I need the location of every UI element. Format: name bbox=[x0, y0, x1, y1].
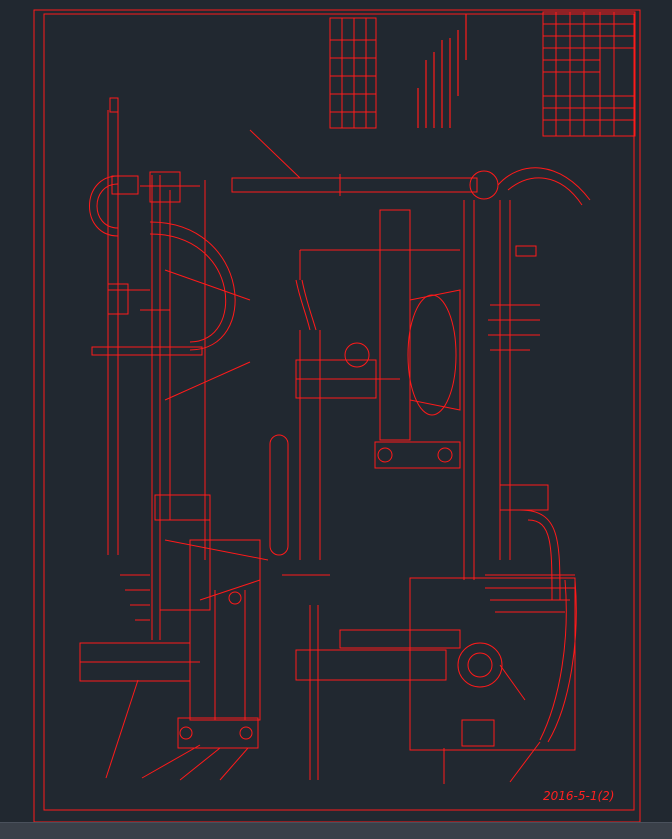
technical-notes bbox=[417, 14, 467, 128]
outer-border bbox=[33, 9, 641, 822]
title-block bbox=[542, 11, 636, 137]
inner-border bbox=[43, 13, 635, 811]
cad-viewport[interactable]: 2016-5-1(2) bbox=[0, 0, 672, 822]
drawing-sheet: 2016-5-1(2) bbox=[33, 9, 641, 822]
top-arm bbox=[231, 129, 591, 206]
parts-list-table bbox=[329, 17, 377, 129]
middle-assembly bbox=[269, 200, 540, 580]
signature-text: 2016-5-1(2) bbox=[543, 789, 614, 803]
bottom-right-assembly bbox=[295, 484, 577, 784]
left-assembly bbox=[79, 97, 269, 781]
status-bar bbox=[0, 822, 672, 839]
